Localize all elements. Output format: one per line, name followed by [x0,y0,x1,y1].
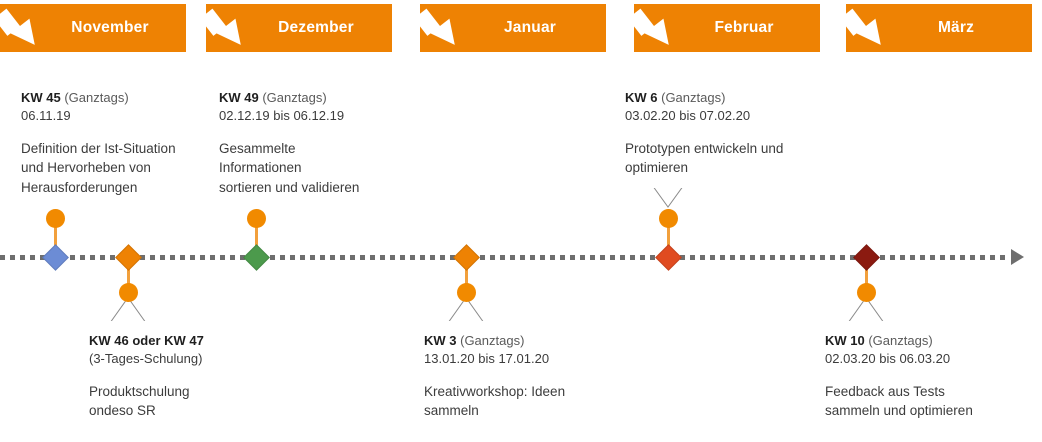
month-label: November [71,19,149,37]
card-date: 13.01.20 bis 17.01.20 [424,351,550,367]
card-kw-line: KW 6 (Ganztags) [625,89,789,107]
milestone-stem [865,256,868,292]
milestone-diamond-orange [115,244,142,271]
card-kw-paren: (Ganztags) [456,333,525,348]
card-description: Definition der Ist-Situation und Hervorh… [21,140,176,196]
card-description: Produktschulung ondeso SR [89,383,190,419]
milestone-dot [457,283,476,302]
card-kw-paren: (Ganztags) [657,90,726,105]
month-label: Februar [714,19,774,37]
milestone-diamond-green [243,244,270,271]
card-body: KW 45 (Ganztags) 06.11.19 Definition der… [8,78,194,208]
month-header-november[interactable]: November [0,4,186,52]
card-date: 03.02.20 bis 07.02.20 [625,108,751,124]
milestone-dot [119,283,138,302]
milestone-diamond-red [655,244,682,271]
card-kw-line: KW 49 (Ganztags) [219,89,379,107]
card-kw-number: KW 49 [219,90,259,105]
milestone-card-kw45[interactable]: KW 45 (Ganztags) 06.11.19 Definition der… [8,78,194,208]
card-body: KW 6 (Ganztags) 03.02.20 bis 07.02.20 Pr… [612,78,802,189]
card-kw-line: KW 10 (Ganztags) [825,332,989,350]
card-description: Feedback aus Tests sammeln und optimiere… [825,383,973,419]
month-header-januar[interactable]: Januar [413,4,606,52]
card-description: Gesammelte Informationen sortieren und v… [219,140,360,196]
card-kw-line: KW 46 oder KW 47 [89,332,257,350]
milestone-card-kw6[interactable]: KW 6 (Ganztags) 03.02.20 bis 07.02.20 Pr… [612,78,802,208]
month-header-dezember[interactable]: Dezember [199,4,392,52]
milestone-diamond-blue [42,244,69,271]
card-description: Kreativworkshop: Ideen sammeln [424,383,566,419]
card-date: (3-Tages-Schulung) [89,351,203,367]
card-date: 06.11.19 [21,108,71,124]
card-kw-number: KW 3 [424,333,457,348]
card-kw-number: KW 6 [625,90,658,105]
month-header-maerz[interactable]: März [839,4,1032,52]
card-kw-paren: (Ganztags) [60,90,129,105]
card-body: KW 46 oder KW 47 (3-Tages-Schulung) Prod… [76,321,270,432]
card-date: 02.03.20 bis 06.03.20 [825,351,951,367]
month-label: Dezember [278,19,354,37]
milestone-diamond-darkred [853,244,880,271]
milestone-dot [46,209,65,228]
month-header-februar[interactable]: Februar [627,4,820,52]
milestone-card-kw49[interactable]: KW 49 (Ganztags) 02.12.19 bis 06.12.19 G… [206,78,392,208]
month-label: Januar [503,19,557,37]
card-date: 02.12.19 bis 06.12.19 [219,108,345,124]
milestone-dot [857,283,876,302]
milestone-card-kw10[interactable]: KW 10 (Ganztags) 02.03.20 bis 06.03.20 F… [812,297,1002,432]
card-kw-paren: (Ganztags) [864,333,933,348]
timeline-axis [0,255,1010,260]
card-body: KW 3 (Ganztags) 13.01.20 bis 17.01.20 Kr… [411,321,601,432]
milestone-stem [255,222,258,258]
card-kw-line: KW 3 (Ganztags) [424,332,588,350]
card-kw-paren: (Ganztags) [258,90,327,105]
milestone-card-kw3[interactable]: KW 3 (Ganztags) 13.01.20 bis 17.01.20 Kr… [411,297,601,432]
milestone-dot [659,209,678,228]
milestone-dot [247,209,266,228]
card-description: Prototypen entwickeln und optimieren [625,140,784,176]
milestone-stem [127,256,130,292]
card-kw-number: KW 45 [21,90,61,105]
month-label: März [937,19,975,37]
milestone-card-kw46-47[interactable]: KW 46 oder KW 47 (3-Tages-Schulung) Prod… [76,297,270,432]
milestone-stem [54,222,57,258]
card-kw-number: KW 46 oder KW 47 [89,333,204,348]
card-body: KW 10 (Ganztags) 02.03.20 bis 06.03.20 F… [812,321,1002,432]
card-body: KW 49 (Ganztags) 02.12.19 bis 06.12.19 G… [206,78,392,208]
milestone-stem [667,222,670,258]
arrow-down-right-icon [839,0,910,56]
card-kw-line: KW 45 (Ganztags) [21,89,181,107]
milestone-diamond-orange [453,244,480,271]
card-kw-number: KW 10 [825,333,865,348]
milestone-stem [465,256,468,292]
right-arrow-icon [1011,249,1024,265]
